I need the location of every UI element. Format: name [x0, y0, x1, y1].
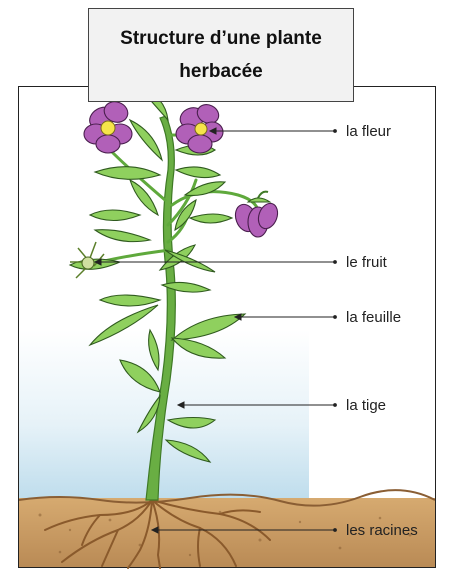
label-flower: la fleur [346, 123, 391, 140]
label-roots: les racines [346, 522, 418, 539]
diagram-title: Structure d’une plante herbacée [120, 22, 322, 88]
title-box: Structure d’une plante herbacée [88, 8, 354, 102]
flower-left [84, 98, 132, 153]
label-stem: la tige [346, 397, 386, 414]
label-leaf: la feuille [346, 309, 401, 326]
flower-right [176, 101, 223, 153]
label-fruit: le fruit [346, 254, 388, 271]
flower-drooping [232, 192, 281, 237]
